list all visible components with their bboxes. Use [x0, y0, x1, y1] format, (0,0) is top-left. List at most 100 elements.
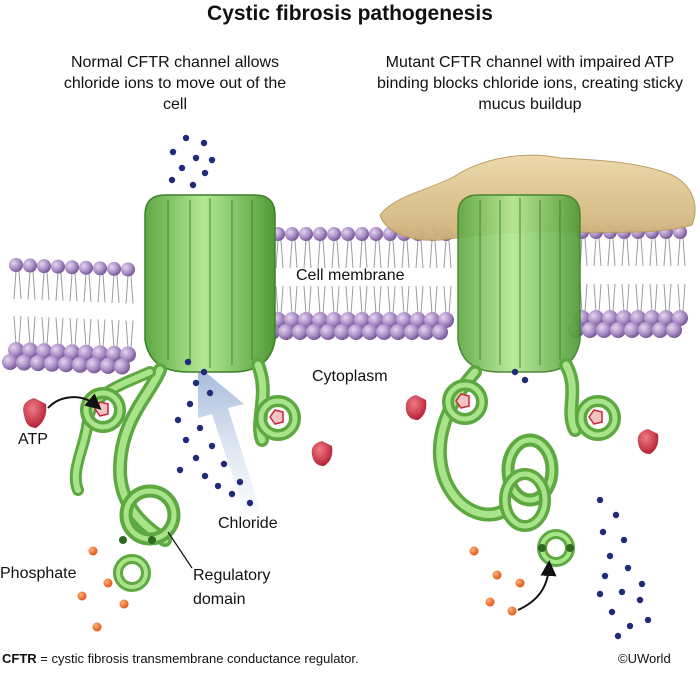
phosphate-group [103, 578, 113, 588]
lipid-tail [373, 285, 377, 315]
lipid-head [596, 322, 612, 338]
lipid-tail [345, 285, 349, 315]
lipid-tail [322, 239, 326, 269]
lipid-tail [392, 239, 396, 269]
chloride-ion [601, 572, 609, 580]
lipid-tail [598, 283, 602, 313]
chloride-ion [200, 139, 208, 147]
lipid-tail [18, 270, 22, 300]
lipid-head [658, 310, 674, 326]
lipid-tail [640, 237, 644, 267]
chloride-ion [182, 436, 190, 444]
lipid-head [306, 324, 322, 340]
lipid-head [44, 355, 60, 372]
lipid-head [106, 345, 122, 362]
chloride-ion [208, 442, 216, 450]
lipid-tail [102, 319, 106, 348]
chloride-ion [201, 169, 209, 177]
lipid-tail [41, 317, 45, 346]
lipid-tail [275, 285, 279, 315]
chloride-ion [192, 379, 200, 387]
lipid-head [404, 324, 420, 340]
chloride-ion [624, 564, 632, 572]
lipid-head [93, 261, 107, 276]
lipid-head [78, 344, 94, 361]
lipid-tail [88, 273, 92, 302]
chloride-flow-arrow [198, 366, 260, 516]
chloride-ion [168, 176, 176, 184]
lipid-head [368, 312, 384, 328]
phosphate-group [469, 546, 479, 556]
chloride-ion [178, 164, 186, 172]
lipid-head [79, 260, 93, 275]
lipid-tail [130, 275, 134, 304]
lipid-tail [280, 285, 284, 315]
lipid-tail [387, 239, 391, 269]
chloride-ion [196, 424, 204, 432]
lipid-tail [130, 320, 134, 349]
lipid-tail [13, 315, 17, 345]
lipid-tail [55, 272, 59, 301]
lipid-tail [345, 239, 349, 269]
lipid-head [672, 310, 688, 326]
lipid-tail [46, 272, 50, 301]
chloride-ion [638, 580, 646, 588]
chloride-ion [236, 478, 244, 486]
lipid-tail [443, 285, 447, 315]
lipid-head [58, 356, 74, 373]
lipid-head [376, 324, 392, 340]
lipid-head [666, 322, 682, 338]
chloride-ion [184, 358, 192, 366]
footnote-abbr: CFTR [2, 651, 37, 666]
lipid-tail [289, 285, 293, 315]
lipid-tail [640, 283, 644, 313]
chloride-ion [608, 608, 616, 616]
lipid-head [312, 312, 328, 328]
lipid-tail [74, 318, 78, 347]
lipid-head [16, 354, 32, 371]
lipid-tail [682, 237, 686, 267]
lipid-tail [401, 285, 405, 315]
lipid-tail [373, 239, 377, 269]
chloride-ion [521, 376, 529, 384]
lipid-tail [612, 237, 616, 267]
lipid-head [72, 356, 88, 373]
lipid-tail [289, 239, 293, 269]
lipid-tail [18, 315, 22, 345]
lipid-tail [415, 239, 419, 269]
lipid-tail [429, 285, 433, 315]
lipid-head [30, 355, 46, 372]
normal-cftr-channel [69, 194, 301, 592]
mutant-channel-caption: Mutant CFTR channel with impaired ATP bi… [377, 54, 683, 113]
lipid-head [348, 324, 364, 340]
lipid-tail [584, 283, 588, 313]
chloride-ion [169, 148, 177, 156]
lipid-head [121, 262, 135, 277]
lipid-head [424, 312, 440, 328]
chloride-ion [192, 454, 200, 462]
lipid-tail [443, 239, 447, 269]
lipid-head [334, 324, 350, 340]
lipid-tail [116, 274, 120, 303]
lipid-tail [294, 285, 298, 315]
lipid-tail [350, 285, 354, 315]
lipid-tail [275, 239, 279, 269]
atp-binding-arrow [47, 393, 102, 410]
lipid-tail [406, 285, 410, 315]
lipid-tail [607, 237, 611, 267]
lipid-tail [88, 318, 92, 347]
lipid-head [588, 310, 604, 326]
lipid-tail [13, 270, 17, 300]
lipid-head [362, 324, 378, 340]
lipid-tail [111, 319, 115, 348]
lipid-head [65, 260, 79, 275]
lipid-head [299, 227, 313, 241]
chloride-ion [186, 400, 194, 408]
lipid-tail [612, 283, 616, 313]
cell-membrane-label: Cell membrane [296, 267, 405, 284]
lipid-tail [294, 239, 298, 269]
lipid-head [630, 310, 646, 326]
lipid-tail [415, 285, 419, 315]
lipid-tail [83, 318, 87, 347]
